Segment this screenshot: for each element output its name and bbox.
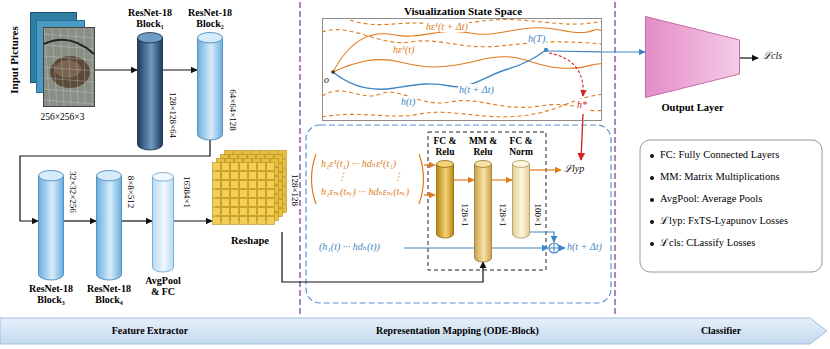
ellipsis-mark: ⋮ xyxy=(392,171,404,182)
block-title: ResNet-18 Block₄ xyxy=(77,283,141,305)
panel-title: Visualization State Space xyxy=(323,5,603,17)
connector-arrow xyxy=(282,232,483,282)
stage-label: Classifier xyxy=(615,318,827,344)
block-title: ResNet-18 Block₁ xyxy=(118,7,182,29)
legend-entry: ℒcls: CLassify Losses xyxy=(660,237,755,249)
connector-arrow xyxy=(163,69,197,70)
connector-arrow xyxy=(174,220,212,221)
stage-band: Classifier xyxy=(615,318,827,344)
resnet-block-shape xyxy=(137,32,163,150)
layer-title: FC & Relu xyxy=(427,136,463,157)
loss-label: ℒcls xyxy=(762,50,783,61)
resnet-block: ResNet-18 Block₁128×128×64 xyxy=(137,32,163,150)
stage-band: Feature Extractor xyxy=(0,318,300,344)
state-label: h(t + Δt) xyxy=(458,84,495,95)
layer-title: FC & Norm xyxy=(503,136,539,157)
state-label: hε¹(t) xyxy=(392,44,415,55)
layer-cylinder: MM & Relu128×1 xyxy=(474,160,492,262)
legend-entry: MM: Matrix Multiplications xyxy=(660,171,780,183)
input-image-shape xyxy=(30,12,95,107)
state-label: h(t) xyxy=(400,96,416,107)
state-vector: (h₁(t) ··· hdₕ(t)) xyxy=(318,241,381,252)
layer-cylinder-shape xyxy=(512,160,530,238)
dimension-label: 100×1 xyxy=(532,203,542,226)
dimension-label: 128×1 xyxy=(459,203,469,226)
state-label: h(t + Δt) xyxy=(566,241,603,252)
text-label: o xyxy=(323,74,330,85)
connector-arrow xyxy=(454,179,474,180)
section-label: Input Pictures xyxy=(8,26,20,93)
ellipsis-mark: ⋮ xyxy=(336,171,348,182)
loss-label: ℒlyp xyxy=(563,163,585,174)
dimension-label: 16384×1 xyxy=(181,176,191,208)
connector-arrow xyxy=(602,51,645,52)
state-label: h(T) xyxy=(527,33,546,44)
layer-cylinder-shape xyxy=(436,160,454,238)
dimension-label: 128×128×64 xyxy=(167,92,177,138)
layer-cylinder-shape xyxy=(474,160,492,262)
stage-label: Feature Extractor xyxy=(0,318,300,344)
pool-layer: AvgPool & FC16384×1 xyxy=(152,172,174,272)
resnet-block-shape xyxy=(197,32,223,140)
layer-title: MM & Relu xyxy=(465,136,501,157)
stage-band: Representation Mapping (ODE-Block) xyxy=(300,318,615,344)
state-label: hε¹(t + Δt) xyxy=(425,21,469,32)
legend-entry: ℒlyp: FxTS-Lyapunov Losses xyxy=(660,215,788,227)
legend-entry: AvgPool: Average Pools xyxy=(660,193,762,205)
resnet-block: ResNet-18 Block₂64×64×128 xyxy=(197,32,223,140)
stage-label: Representation Mapping (ODE-Block) xyxy=(300,318,615,344)
dimension-label: 8×8×512 xyxy=(125,176,135,209)
connector-arrow xyxy=(64,220,96,221)
state-label: h* xyxy=(576,99,588,110)
dimension-label: 64×64×128 xyxy=(227,89,237,131)
block-title: AvgPool & FC xyxy=(140,275,186,297)
block-title: ResNet-18 Block₂ xyxy=(178,7,242,29)
resnet-block-shape xyxy=(38,170,64,280)
connector-arrow xyxy=(122,220,152,221)
input-image: Input Pictures256×256×3 xyxy=(30,12,95,107)
connector-arrow xyxy=(95,69,137,70)
dimension-label: 256×256×3 xyxy=(18,112,108,122)
output-layer-shape xyxy=(645,16,740,98)
reshape-grid-shape xyxy=(212,150,288,232)
resnet-block: ResNet-18 Block₃32×32×256 xyxy=(38,170,64,280)
dimension-label: 128×128 xyxy=(289,174,299,206)
block-title: Output Layer xyxy=(648,102,738,114)
layer-cylinder: FC & Relu128×1 xyxy=(436,160,454,238)
matrix-row: h₁ε¹(t₁) ··· hdₕε¹(t₁) xyxy=(320,158,397,169)
output-layer: Output Layer xyxy=(645,16,740,98)
connector-arrow xyxy=(492,179,512,180)
dimension-label: 32×32×256 xyxy=(67,171,77,213)
block-title: ResNet-18 Block₃ xyxy=(19,283,83,305)
pool-layer-shape xyxy=(152,172,174,272)
resnet-block-shape xyxy=(96,170,122,280)
layer-cylinder: FC & Norm100×1 xyxy=(512,160,530,238)
resnet-block: ResNet-18 Block₄8×8×512 xyxy=(96,170,122,280)
block-title: Reshape xyxy=(220,235,280,247)
legend-entry: FC: Fully Connected Layers xyxy=(660,149,779,161)
state-space-panel: Visualization State Space xyxy=(322,18,602,121)
dimension-label: 128×1 xyxy=(497,203,507,226)
matrix-row: h₁εₙᵣ(tₙᵣ) ··· hdₕεₙᵣ(tₙᵣ) xyxy=(320,186,410,197)
reshape-grid: Reshape128×128 xyxy=(212,150,288,232)
